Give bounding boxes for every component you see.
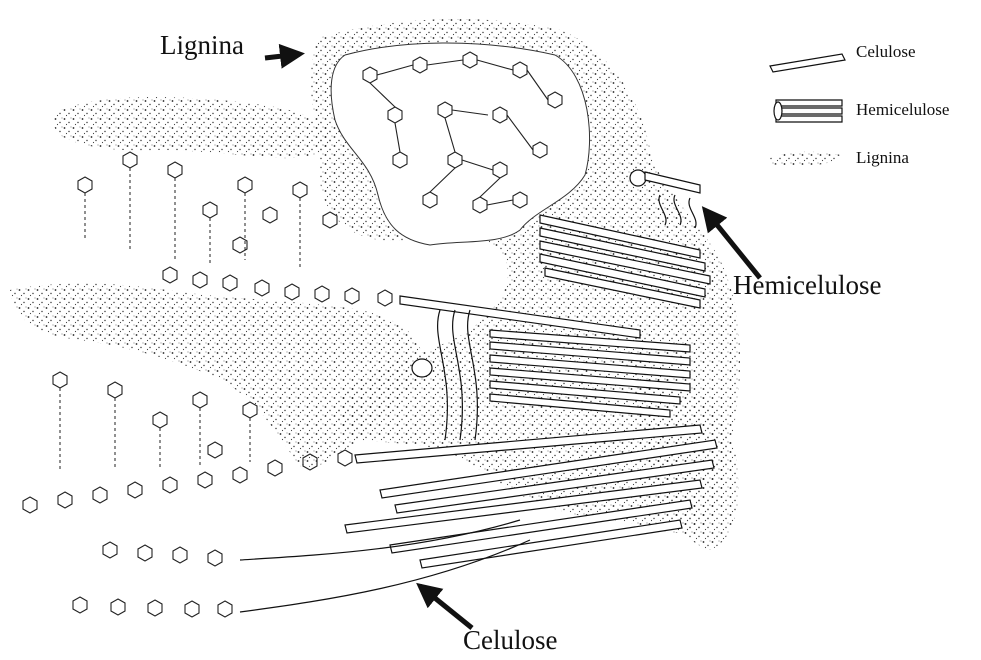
legend-glyphs	[770, 54, 845, 166]
fibril-bundle-icon	[774, 100, 842, 122]
lignin-matrix	[10, 19, 740, 550]
legend-hemicelulose-label: Hemicelulose	[856, 100, 949, 120]
lignina-label: Lignina	[160, 30, 244, 61]
single-fibril-icon	[770, 54, 845, 72]
celulose-label: Celulose	[463, 625, 558, 656]
stipple-icon	[770, 152, 845, 166]
legend-celulose-label: Celulose	[856, 42, 916, 62]
legend-lignina-label: Lignina	[856, 148, 909, 168]
hemicelulose-label: Hemicelulose	[733, 270, 881, 301]
